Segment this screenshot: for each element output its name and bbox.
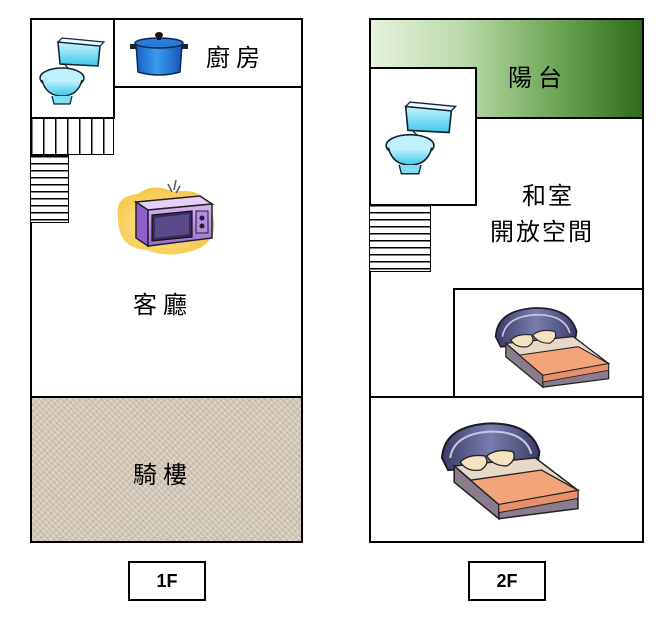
open-space-label: 開放空間 — [490, 218, 594, 246]
bed-icon — [440, 422, 580, 521]
arcade-1f — [30, 396, 303, 543]
pot-icon — [130, 32, 188, 76]
arcade-label: 騎樓 — [133, 461, 193, 489]
bedroom-large-2f — [369, 396, 644, 543]
stairs-lower-1f — [30, 155, 69, 223]
stairs-2f — [369, 204, 431, 272]
microwave-icon — [117, 179, 215, 255]
washitsu-label: 和室 — [522, 182, 574, 210]
stairs-upper-1f — [30, 118, 114, 155]
bed-icon — [494, 307, 611, 389]
balcony-label: 陽台 — [508, 64, 568, 92]
toilet-icon — [39, 37, 106, 105]
living-room-label: 客廳 — [133, 291, 193, 319]
floor-2-label: 2F — [468, 561, 546, 601]
toilet-icon — [385, 101, 458, 175]
kitchen-label: 廚房 — [206, 44, 266, 72]
kitchen-1f — [113, 18, 303, 88]
floor-1-label: 1F — [128, 561, 206, 601]
